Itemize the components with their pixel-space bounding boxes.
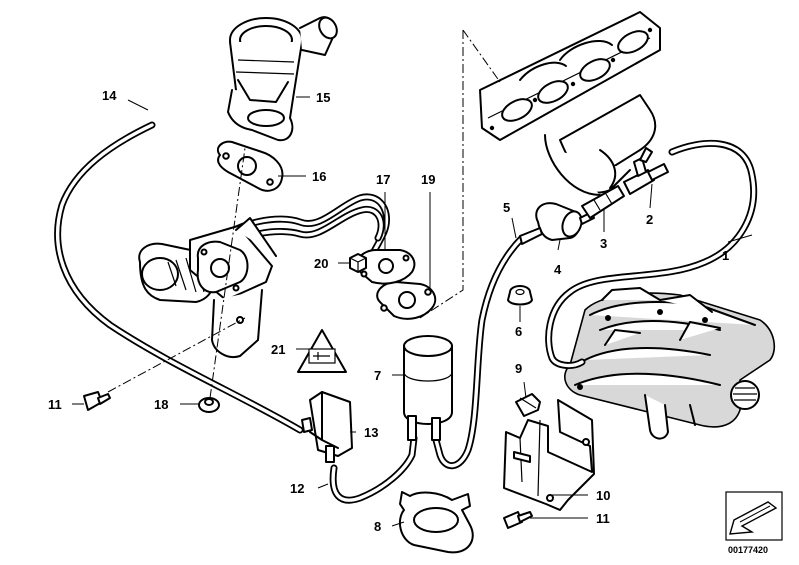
callout-17: 17: [376, 172, 390, 187]
callout-4: 4: [554, 262, 562, 277]
leader-lines: [72, 96, 753, 527]
strap-8: [398, 491, 474, 554]
callout-10: 10: [596, 488, 610, 503]
callout-13: 13: [364, 425, 378, 440]
reference-line-11a: [107, 317, 246, 393]
bolt-11-left: [83, 391, 111, 411]
callout-14: 14: [102, 88, 117, 103]
callout-20: 20: [314, 256, 328, 271]
callout-15: 15: [316, 90, 330, 105]
reference-line-manifold-top: [462, 29, 501, 83]
callout-6: 6: [515, 324, 522, 339]
hose-clip-6: [507, 285, 533, 306]
hose-14: [54, 121, 304, 434]
callout-2: 2: [646, 212, 653, 227]
hose-1: [545, 140, 758, 369]
hose-12: [329, 434, 418, 504]
callout-9: 9: [515, 361, 522, 376]
hose-5: [432, 234, 526, 470]
solenoid-valve-13: [301, 391, 353, 463]
callout-5: 5: [503, 200, 510, 215]
callout-7: 7: [374, 368, 381, 383]
diagram-reference-box: 00177420: [725, 491, 783, 555]
callout-8: 8: [374, 519, 381, 534]
label-21-warning: [297, 329, 347, 373]
callout-16: 16: [312, 169, 326, 184]
valve-bracket-assembly: [138, 217, 277, 358]
connector-3: [581, 185, 625, 219]
diagram-number: 00177420: [728, 545, 768, 555]
reference-line-18: [209, 147, 246, 399]
nut-20: [349, 253, 367, 273]
reference-line-manifold: [419, 30, 464, 319]
gasket-19: [376, 281, 437, 320]
intake-manifold: [564, 287, 776, 440]
bolt-11-right: [503, 511, 533, 529]
air-valve-15: [227, 16, 338, 142]
exhaust-manifold: [479, 11, 661, 196]
nut-18: [198, 397, 220, 413]
callout-12: 12: [290, 481, 304, 496]
callout-1: 1: [722, 248, 729, 263]
callout-19: 19: [421, 172, 435, 187]
check-valve-4: [519, 202, 595, 245]
callout-21: 21: [271, 342, 285, 357]
callout-11-right: 11: [596, 511, 610, 526]
callout-18: 18: [154, 397, 168, 412]
pipe-flange-17: [355, 249, 416, 285]
clip-9: [515, 393, 541, 417]
callout-11-left: 11: [48, 397, 62, 412]
callout-3: 3: [600, 236, 607, 251]
vacuum-reservoir-7: [403, 335, 453, 441]
gasket-16: [216, 140, 284, 192]
bracket-10: [503, 399, 595, 511]
arrow-icon: [729, 501, 778, 535]
t-piece-2: [623, 147, 669, 195]
